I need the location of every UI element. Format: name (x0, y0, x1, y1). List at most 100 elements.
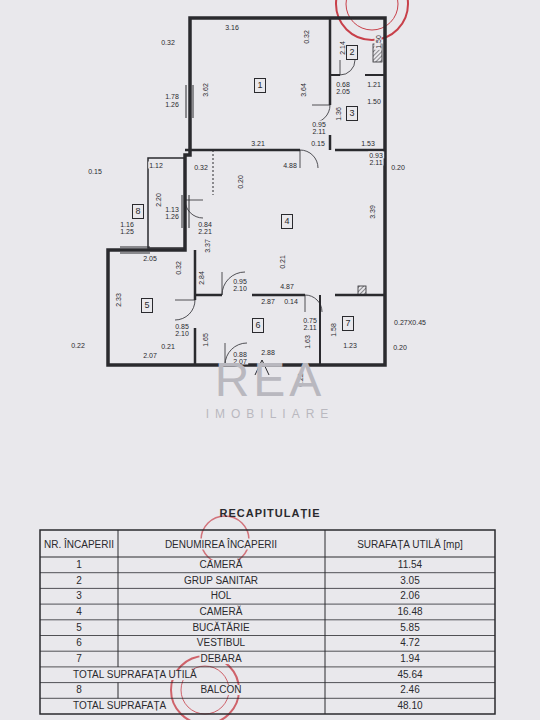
dimension-label: 2.33 (115, 292, 122, 308)
dimension-label: 2.07 (142, 352, 158, 359)
table-cell: 5 (75, 623, 83, 633)
room-number: 8 (135, 206, 140, 216)
table-cell: 6 (75, 638, 83, 648)
dimension-label: 0.20 (237, 174, 244, 190)
dimension-label: 0.27X0.45 (393, 319, 427, 326)
dimension-label: 1.65 (202, 332, 209, 348)
table-cell: CAMERĂ (199, 607, 244, 617)
dimension-label: 0.85 (174, 323, 190, 330)
outer-wall (108, 18, 385, 365)
table-cell: HOL (210, 591, 233, 601)
dimension-label: 3.64 (300, 82, 307, 98)
room-number-box: 8 (132, 204, 144, 219)
room-number: 3 (349, 108, 354, 118)
red-stamp (346, 0, 398, 30)
dimension-label: 2.20 (155, 192, 162, 208)
table-cell: TOTAL SUPRAFAȚA (72, 701, 167, 711)
dimension-label: 2.10 (232, 285, 248, 292)
room-number: 5 (144, 300, 149, 310)
dimension-label: 0.84 (197, 221, 213, 228)
dimension-label: 2.10 (174, 330, 190, 337)
table-cell: TOTAL SUPRAFAȚA UTILĂ (72, 670, 198, 680)
dimension-label: 0.15 (87, 168, 103, 175)
table-cell: VESTIBUL (196, 638, 246, 648)
room-number: 4 (284, 216, 289, 226)
room-number-box: 4 (281, 214, 293, 229)
dimension-label: 1.50 (366, 98, 382, 105)
table-cell: 2.06 (399, 591, 420, 601)
watermark: REA (215, 356, 326, 404)
room-number-box: 1 (254, 78, 266, 93)
table-cell: 2.46 (399, 685, 420, 695)
table-cell: BUCĂTĂRIE (191, 623, 250, 633)
table-cell: 11.54 (397, 560, 423, 570)
table-cell: 4 (75, 607, 83, 617)
dimension-label: 1.23 (342, 342, 358, 349)
table-header: NR. ÎNCAPERII (43, 538, 115, 549)
dimension-label: 1.53 (360, 140, 376, 147)
table-cell: GRUP SANITAR (183, 576, 259, 586)
dimension-label: 0.21 (279, 254, 286, 270)
dimension-label: 0.95 (232, 278, 248, 285)
dimension-label: 2.11 (368, 159, 383, 166)
table-cell: BALCON (199, 685, 242, 695)
dimension-label: 0.20 (390, 164, 406, 171)
room-number: 7 (345, 318, 350, 328)
dimension-label: 1.21 (366, 81, 382, 88)
dimension-label: 2.84 (198, 270, 205, 286)
table-cell: 8 (75, 685, 83, 695)
dimension-label: 0.20 (392, 344, 408, 351)
table-cell: 5.85 (399, 623, 420, 633)
dimension-label: 0.22 (70, 342, 86, 349)
room-number-box: 7 (342, 316, 354, 331)
dimension-label: 1.13 (164, 206, 180, 213)
room-number-box: 5 (141, 298, 153, 313)
dimension-label: 3.16 (224, 24, 240, 31)
dimension-label: 0.14 (283, 298, 299, 305)
room-number-box: 2 (346, 45, 358, 60)
room-number: 2 (349, 47, 354, 57)
table-cell: CAMERĂ (199, 560, 244, 570)
table-header: SURAFAȚA UTILĂ [mp] (354, 538, 466, 549)
dimension-label: 0.75 (302, 317, 318, 324)
dimension-label: 1.12 (148, 162, 164, 169)
dimension-label: 0.21 (160, 343, 176, 350)
table-cell: 4.72 (399, 638, 420, 648)
dimension-label: 2.21 (197, 228, 213, 235)
table-cell: 2 (75, 576, 83, 586)
dimension-label: 1.36 (335, 106, 342, 122)
dimension-label: 1.50 (375, 34, 382, 50)
dimension-label: 0.93 (368, 152, 384, 159)
dimension-label: 3.37 (204, 238, 211, 254)
room-number: 6 (255, 320, 260, 330)
dimension-label: 2.88 (260, 349, 276, 356)
watermark: IMOBILIARE (206, 408, 335, 420)
dimension-label: 3.39 (369, 204, 376, 220)
dimension-label: 3.62 (202, 82, 209, 98)
table-cell: 3.05 (399, 576, 420, 586)
dimension-label: 1.26 (164, 101, 180, 108)
table-cell: 3 (75, 591, 83, 601)
dimension-label: 1.16 (119, 221, 135, 228)
dimension-label: 1.78 (164, 93, 180, 100)
table-cell: 16.48 (396, 607, 423, 617)
dimension-label: 3.21 (250, 140, 266, 147)
balcony-outline (148, 158, 185, 248)
table-cell: 48.10 (396, 701, 423, 711)
table-header: DENUMIREA ÎNCAPERII (160, 538, 282, 549)
dimension-label: 0.32 (303, 29, 310, 45)
dimension-label: 4.87 (279, 283, 295, 290)
dimension-label: 1.63 (304, 334, 311, 350)
dimension-label: 2.14 (339, 40, 346, 56)
dimension-label: 0.95 (311, 121, 327, 128)
vent-shaft (358, 286, 366, 295)
dimension-label: 4.88 (282, 162, 298, 169)
room-number-box: 3 (346, 106, 358, 121)
table-title: RECAPITULAȚIE (220, 508, 321, 519)
table-cell: 7 (75, 654, 83, 664)
dimension-label: 1.26 (164, 213, 180, 220)
dimension-label: 0.15 (310, 140, 326, 147)
table-cell: DEBARA (199, 654, 242, 664)
red-stamp (336, 0, 408, 40)
